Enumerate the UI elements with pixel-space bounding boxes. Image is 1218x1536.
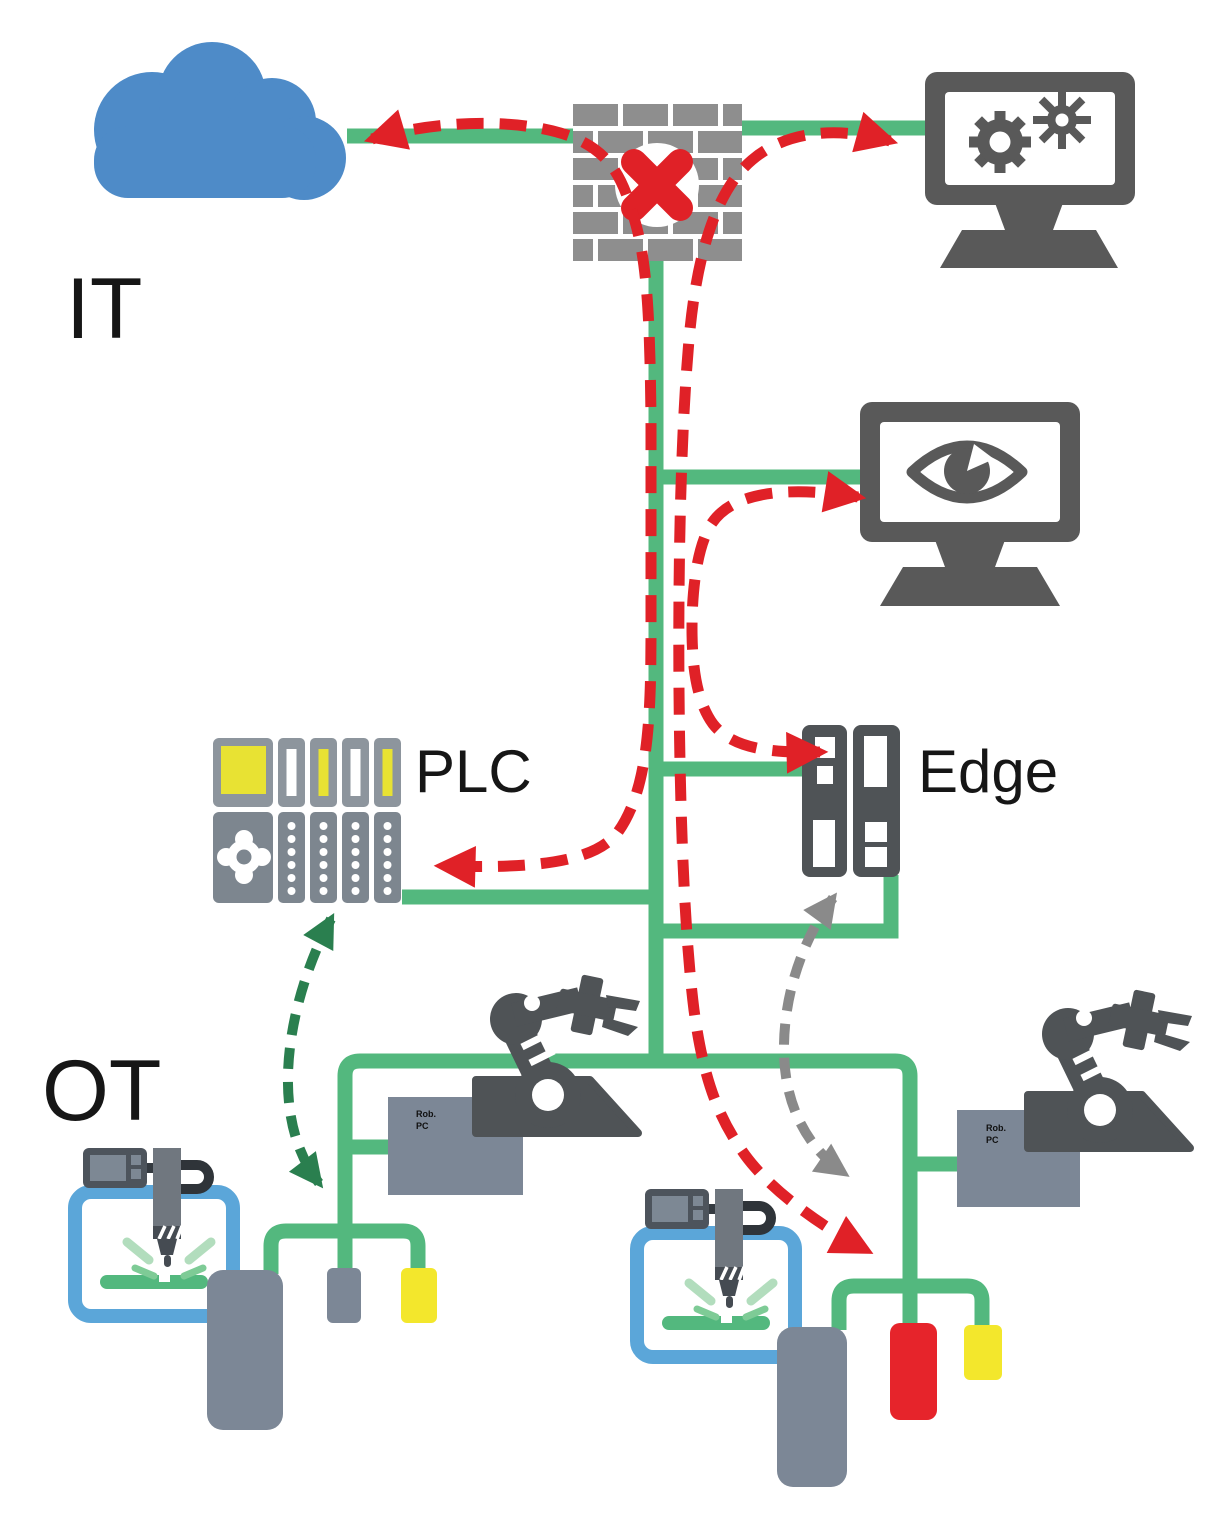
robot-pc-left-label-2: PC: [416, 1121, 429, 1131]
field-devices-right: [777, 1323, 1002, 1487]
cloud-icon: [94, 42, 346, 200]
monitoring-monitor: [860, 402, 1080, 606]
red-x-blocked-icon: [621, 149, 693, 221]
edge-label: Edge: [918, 738, 1058, 805]
device-tall-gray-left: [207, 1270, 283, 1430]
edge-path-edge-cell: [778, 892, 850, 1178]
plc-label: PLC: [415, 738, 532, 805]
device-tall-gray-right: [777, 1327, 847, 1487]
robot-arm-right: [1028, 986, 1192, 1148]
firewall-icon: [573, 104, 742, 261]
robot-pc-left-label-1: Rob.: [416, 1109, 436, 1119]
plc-device: [213, 738, 401, 903]
device-red-compromised: [890, 1323, 937, 1420]
plc-cpu-knob: [217, 830, 271, 884]
safe-path-plc-cell: [282, 912, 336, 1189]
device-yellow-left: [401, 1268, 437, 1323]
it-system-monitor: [925, 72, 1135, 268]
device-small-gray-left: [327, 1268, 361, 1323]
attack-path-cloud-plc: [363, 109, 657, 888]
device-yellow-right: [964, 1325, 1002, 1380]
field-devices-left: [207, 1268, 437, 1430]
eye-icon: [906, 440, 1028, 504]
tee-left-cell: [263, 1223, 426, 1274]
tee-right-cell: [831, 1278, 990, 1330]
ot-bus: [337, 1053, 918, 1326]
gears-icon: [969, 91, 1091, 173]
robot-pc-right-label-2: PC: [986, 1135, 999, 1145]
robot-pc-right-label-1: Rob.: [986, 1123, 1006, 1133]
attack-path-itsystem-reddevice: [673, 111, 899, 1255]
robot-arm-left: [476, 971, 640, 1133]
zone-label-ot: OT: [42, 1043, 161, 1139]
attack-path-edge-monitoring: [686, 471, 867, 774]
welding-cell-right: [637, 1189, 795, 1357]
zone-label-it: IT: [66, 261, 142, 357]
